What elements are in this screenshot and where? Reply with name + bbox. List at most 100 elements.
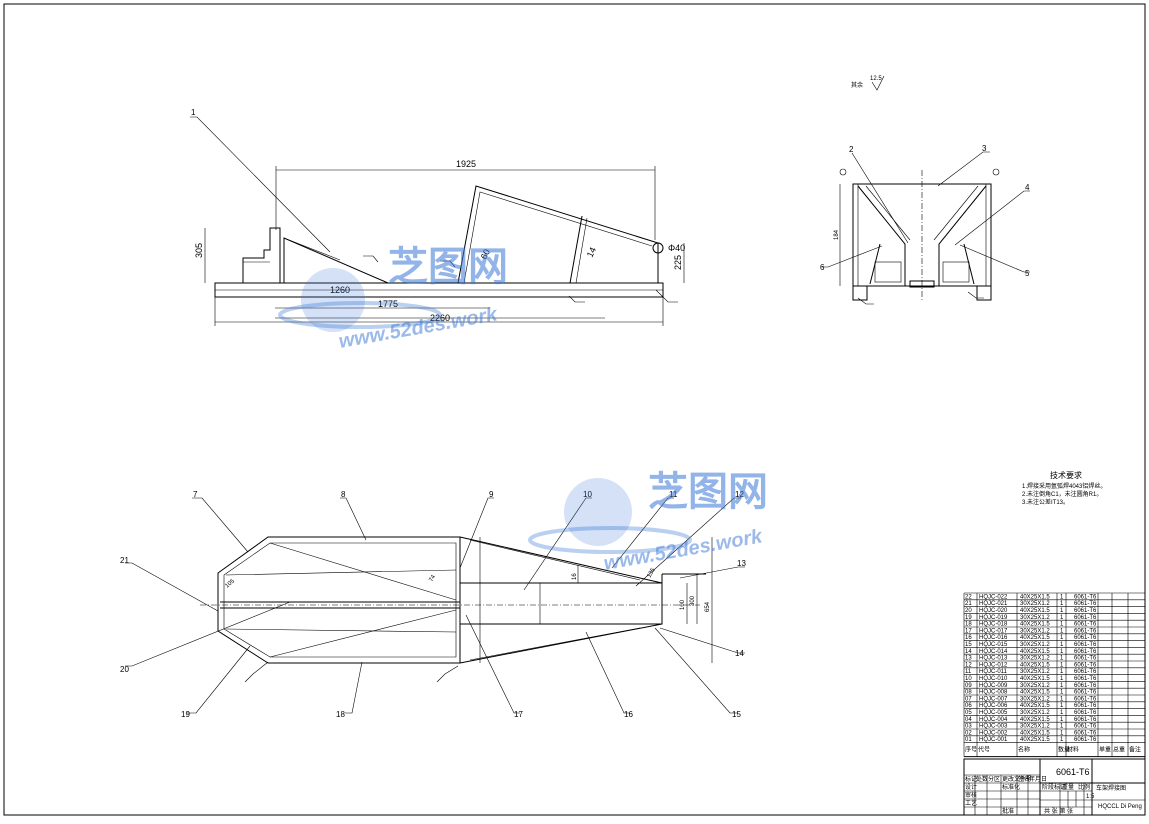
dim-225: 225 — [673, 255, 683, 270]
bom-cell-qty: 1 — [1060, 676, 1064, 682]
bom-cell-spec: 30X25X1.2 — [1020, 601, 1050, 607]
bom-cell-no: 07 — [965, 696, 972, 702]
bom-header-cell: 单重 — [1099, 746, 1111, 754]
bom-cell-no: 01 — [965, 737, 972, 743]
tb-label-change: 更改文件号 — [1002, 775, 1032, 783]
bom-cell-code: HQJC-010 — [979, 676, 1008, 682]
bom-cell-qty: 1 — [1060, 669, 1064, 675]
dim-1925: 1925 — [456, 159, 476, 169]
bom-cell-spec: 40X25X1.5 — [1020, 703, 1050, 709]
tech-req-line-3: 3.未注公差IT13。 — [1022, 498, 1069, 506]
title-scale: 1:5 — [1086, 794, 1095, 800]
bom-cell-material: 6061-T6 — [1074, 628, 1097, 634]
bom-cell-code: HQJC-017 — [979, 628, 1008, 634]
balloon-19: 19 — [181, 710, 190, 719]
dim-74: 74 — [429, 574, 438, 583]
bom-cell-qty: 1 — [1060, 683, 1064, 689]
watermark-brand-2: 芝图网 — [648, 470, 768, 514]
bom-cell-no: 12 — [965, 662, 972, 668]
bom-cell-code: HQJC-002 — [979, 730, 1008, 736]
dim-654: 654 — [705, 601, 711, 612]
balloon-8: 8 — [341, 490, 346, 499]
bom-cell-no: 18 — [965, 622, 972, 628]
bom-cell-code: HQJC-018 — [979, 622, 1008, 628]
bom-cell-code: HQJC-020 — [979, 608, 1008, 614]
dim-1260: 1260 — [330, 285, 350, 295]
bom-cell-spec: 30X25X1.2 — [1020, 628, 1050, 634]
bom-cell-material: 6061-T6 — [1074, 690, 1097, 696]
balloon-6: 6 — [820, 263, 825, 272]
bom-cell-material: 6061-T6 — [1074, 683, 1097, 689]
bom-cell-spec: 40X25X1.5 — [1020, 662, 1050, 668]
balloon-3: 3 — [982, 144, 987, 153]
bom-cell-material: 6061-T6 — [1074, 710, 1097, 716]
balloon-18: 18 — [336, 710, 345, 719]
roughness-symbol — [871, 75, 885, 91]
tb-label-stage: 阶段标记 — [1042, 783, 1066, 791]
bom-cell-no: 22 — [965, 594, 972, 600]
dim-105: 105 — [224, 578, 236, 589]
bom-cell-spec: 30X25X1.2 — [1020, 710, 1050, 716]
title-drawing-name: 车架焊接图 — [1096, 784, 1126, 792]
bom-cell-spec: 40X25X1.5 — [1020, 737, 1050, 743]
bom-cell-code: HQJC-003 — [979, 724, 1008, 730]
bom-header-cell: 数量 — [1058, 746, 1070, 754]
bom-cell-qty: 1 — [1060, 642, 1064, 648]
end-view: 184 2 3 4 5 6 — [820, 144, 1030, 305]
plan-view: 654 300 100 16 135 74 105 7 8 9 10 11 12… — [120, 490, 746, 719]
bom-cell-material: 6061-T6 — [1074, 730, 1097, 736]
bom-cell-no: 02 — [965, 730, 972, 736]
bom-cell-spec: 40X25X1.5 — [1020, 730, 1050, 736]
roughness-note: 其余 — [851, 81, 863, 89]
roughness-value: 12.5 — [870, 76, 882, 82]
bom-cell-material: 6061-T6 — [1074, 649, 1097, 655]
bom-cell-material: 6061-T6 — [1074, 703, 1097, 709]
bom-cell-spec: 40X25X1.5 — [1020, 690, 1050, 696]
bom-cell-no: 21 — [965, 601, 972, 607]
bom-cell-qty: 1 — [1060, 656, 1064, 662]
bom-cell-material: 6061-T6 — [1074, 642, 1097, 648]
bom-header-cell: 备注 — [1129, 746, 1141, 754]
tb-label-mark: 标记 — [965, 775, 977, 783]
balloon-7: 7 — [193, 490, 198, 499]
bom-cell-material: 6061-T6 — [1074, 724, 1097, 730]
bom-cell-code: HQJC-012 — [979, 662, 1008, 668]
bom-cell-material: 6061-T6 — [1074, 696, 1097, 702]
bom-cell-qty: 1 — [1060, 717, 1064, 723]
bom-header-cell: 代号 — [978, 746, 990, 754]
bom-cell-material: 6061-T6 — [1074, 608, 1097, 614]
bom-header-cell: 总重 — [1113, 746, 1125, 754]
tech-req-line-2: 2.未注倒角C1，未注圆角R1。 — [1022, 490, 1102, 498]
bom-cell-spec: 30X25X1.2 — [1020, 696, 1050, 702]
tb-label-sheets: 共 张 第 张 — [1044, 807, 1073, 815]
dim-100: 100 — [680, 599, 686, 610]
bom-cell-spec: 40X25X1.5 — [1020, 608, 1050, 614]
bom-cell-spec: 40X25X1.5 — [1020, 622, 1050, 628]
technical-requirements: 技术要求 1.焊接采用氩弧焊4043铝焊丝。 2.未注倒角C1，未注圆角R1。 … — [1022, 470, 1106, 506]
tech-req-title: 技术要求 — [1050, 470, 1082, 480]
bom-cell-code: HQJC-021 — [979, 601, 1008, 607]
bom-cell-material: 6061-T6 — [1074, 662, 1097, 668]
bom-cell-qty: 1 — [1060, 601, 1064, 607]
watermark-bottom: 芝图网 www.52des.work — [528, 470, 768, 575]
balloon-16: 16 — [624, 710, 633, 719]
bom-cell-no: 17 — [965, 628, 972, 634]
tb-label-count: 处数 — [976, 775, 988, 783]
tb-label-date: 年月日 — [1029, 775, 1047, 783]
bom-cell-no: 08 — [965, 690, 972, 696]
dim-184: 184 — [834, 229, 840, 240]
bom-cell-no: 10 — [965, 676, 972, 682]
dim-14: 14 — [585, 246, 598, 259]
bom-cell-material: 6061-T6 — [1074, 656, 1097, 662]
bom-cell-code: HQJC-007 — [979, 696, 1008, 702]
bom-cell-no: 14 — [965, 649, 972, 655]
bom-cell-qty: 1 — [1060, 615, 1064, 621]
bom-cell-material: 6061-T6 — [1074, 669, 1097, 675]
bom-cell-spec: 30X25X1.2 — [1020, 669, 1050, 675]
bom-cell-spec: 40X25X1.5 — [1020, 649, 1050, 655]
bom-cell-no: 04 — [965, 717, 972, 723]
tb-label-zone: 分区 — [988, 775, 1000, 783]
title-company: HQCCL Di Peng — [1098, 804, 1142, 810]
